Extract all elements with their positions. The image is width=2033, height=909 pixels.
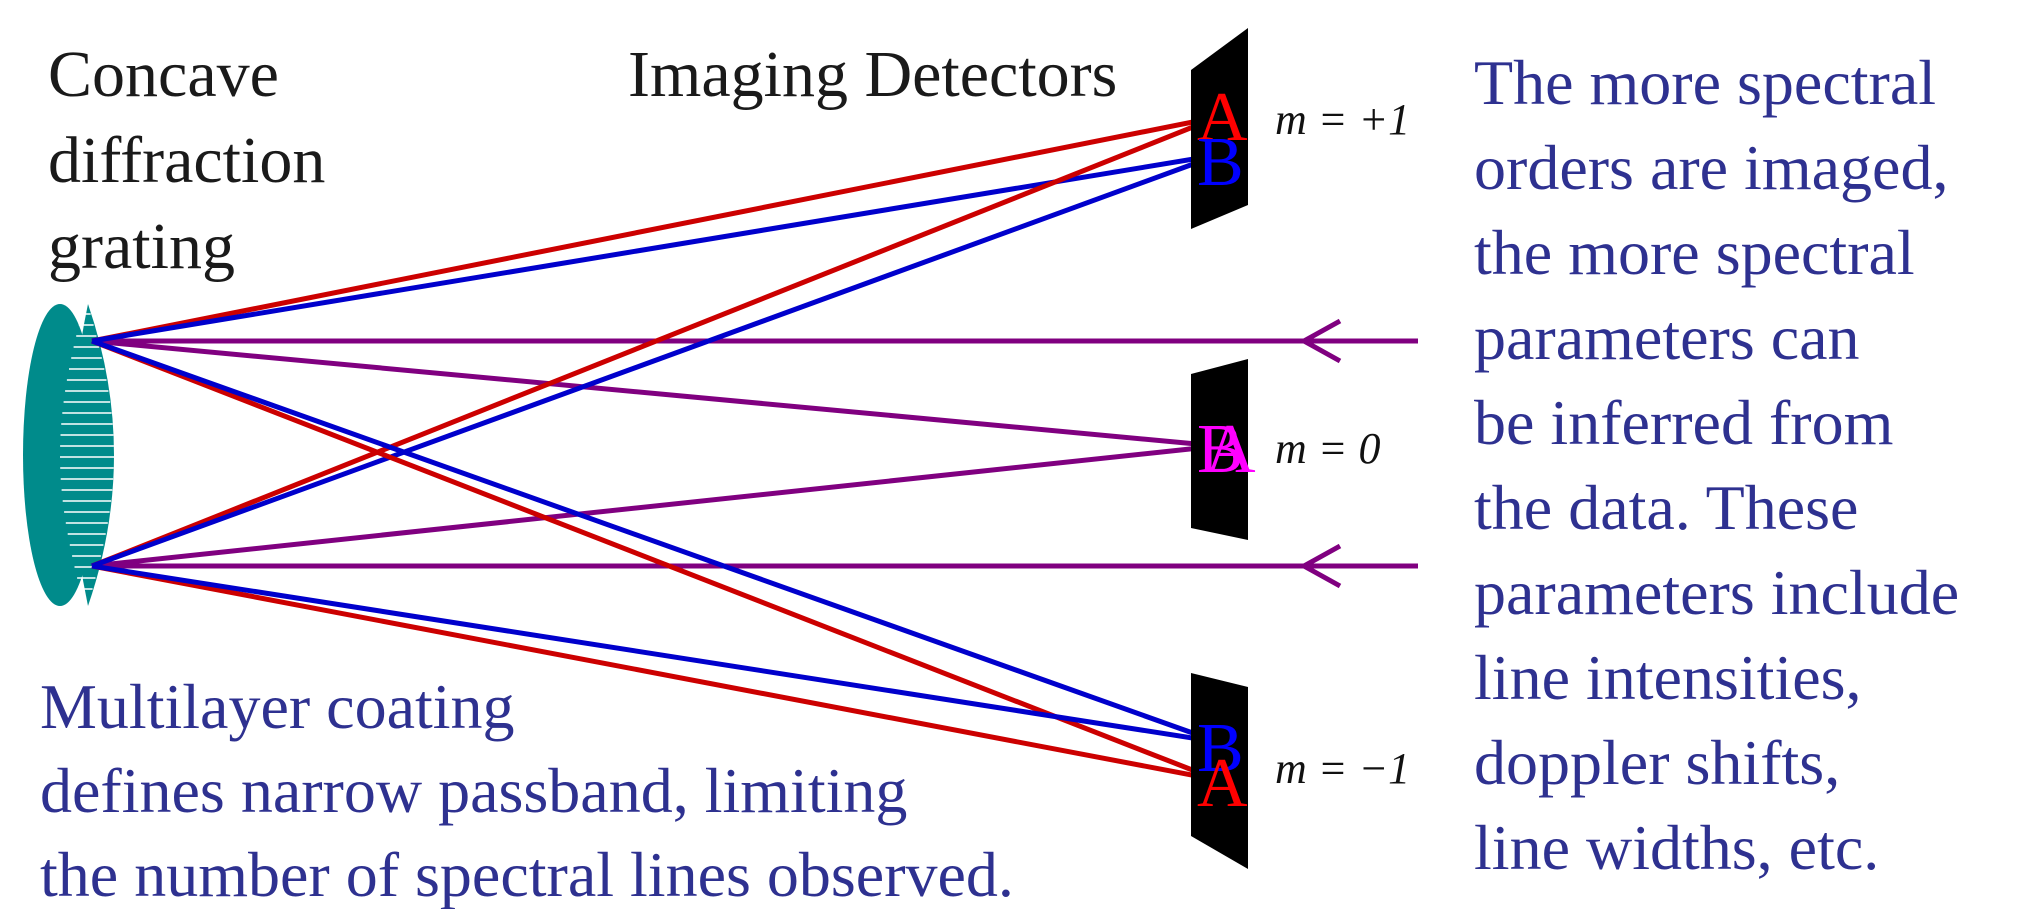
minus1-ray-a-top: [91, 338, 1219, 783]
coating-note: Multilayer coating defines narrow passba…: [40, 671, 1014, 909]
minus1-ray-b-top: [91, 338, 1219, 745]
explanation-line-9: doppler shifts,: [1474, 727, 1840, 798]
plus1-ray-b-top: [91, 152, 1219, 344]
grating-label-line-1: Concave: [48, 38, 279, 111]
order-label-plus1: m = +1: [1275, 95, 1410, 144]
detector-zero: [1191, 359, 1248, 540]
grating-label: Concave diffraction grating: [48, 38, 325, 283]
order-label-minus1: m = −1: [1275, 744, 1410, 793]
explanation-line-7: parameters include: [1474, 557, 1959, 628]
plus1-ray-a-bottom: [91, 114, 1219, 569]
grating: [23, 304, 114, 606]
grating-rulings: [60, 313, 114, 590]
coating-note-line-3: the number of spectral lines observed.: [40, 839, 1014, 909]
explanation-text: The more spectral orders are imaged, the…: [1474, 47, 1959, 883]
zero-order-ray-top: [91, 338, 1219, 449]
plus1-ray-b-bottom: [91, 152, 1219, 569]
plus1-spot-a: A: [1197, 79, 1248, 156]
explanation-line-6: the data. These: [1474, 472, 1858, 543]
detector-plus1: [1191, 28, 1248, 229]
detector-minus1: [1191, 673, 1248, 869]
zero-spot-a: A: [1205, 411, 1256, 488]
incident-arrowhead-bottom: [1298, 543, 1342, 589]
detectors-label: Imaging Detectors: [628, 38, 1117, 111]
explanation-line-4: parameters can: [1474, 302, 1860, 373]
spot-letters: A B B A B A: [1197, 79, 1256, 822]
explanation-line-5: be inferred from: [1474, 387, 1893, 458]
order-label-zero: m = 0: [1275, 424, 1380, 473]
grating-label-line-2: diffraction: [48, 124, 325, 197]
zero-spot-b: B: [1197, 411, 1244, 488]
explanation-line-2: orders are imaged,: [1474, 132, 1948, 203]
minus1-spot-b: B: [1197, 710, 1244, 787]
grating-label-line-3: grating: [48, 210, 235, 283]
minus1-spot-a: A: [1197, 745, 1248, 822]
light-rays: [91, 114, 1418, 783]
explanation-line-3: the more spectral: [1474, 217, 1915, 288]
coating-note-line-2: defines narrow passband, limiting: [40, 755, 907, 826]
zero-order-ray-bottom: [91, 443, 1219, 569]
order-labels: m = +1 m = 0 m = −1: [1275, 95, 1410, 793]
imaging-detectors: [1191, 28, 1248, 869]
explanation-line-10: line widths, etc.: [1474, 812, 1879, 883]
coating-note-line-1: Multilayer coating: [40, 671, 515, 742]
plus1-ray-a-top: [91, 114, 1219, 344]
minus1-ray-b-bottom: [91, 563, 1219, 745]
incident-arrowhead-top: [1298, 318, 1342, 364]
minus1-ray-a-bottom: [91, 563, 1219, 783]
explanation-line-8: line intensities,: [1474, 642, 1862, 713]
plus1-spot-b: B: [1197, 124, 1244, 201]
explanation-line-1: The more spectral: [1474, 47, 1936, 118]
